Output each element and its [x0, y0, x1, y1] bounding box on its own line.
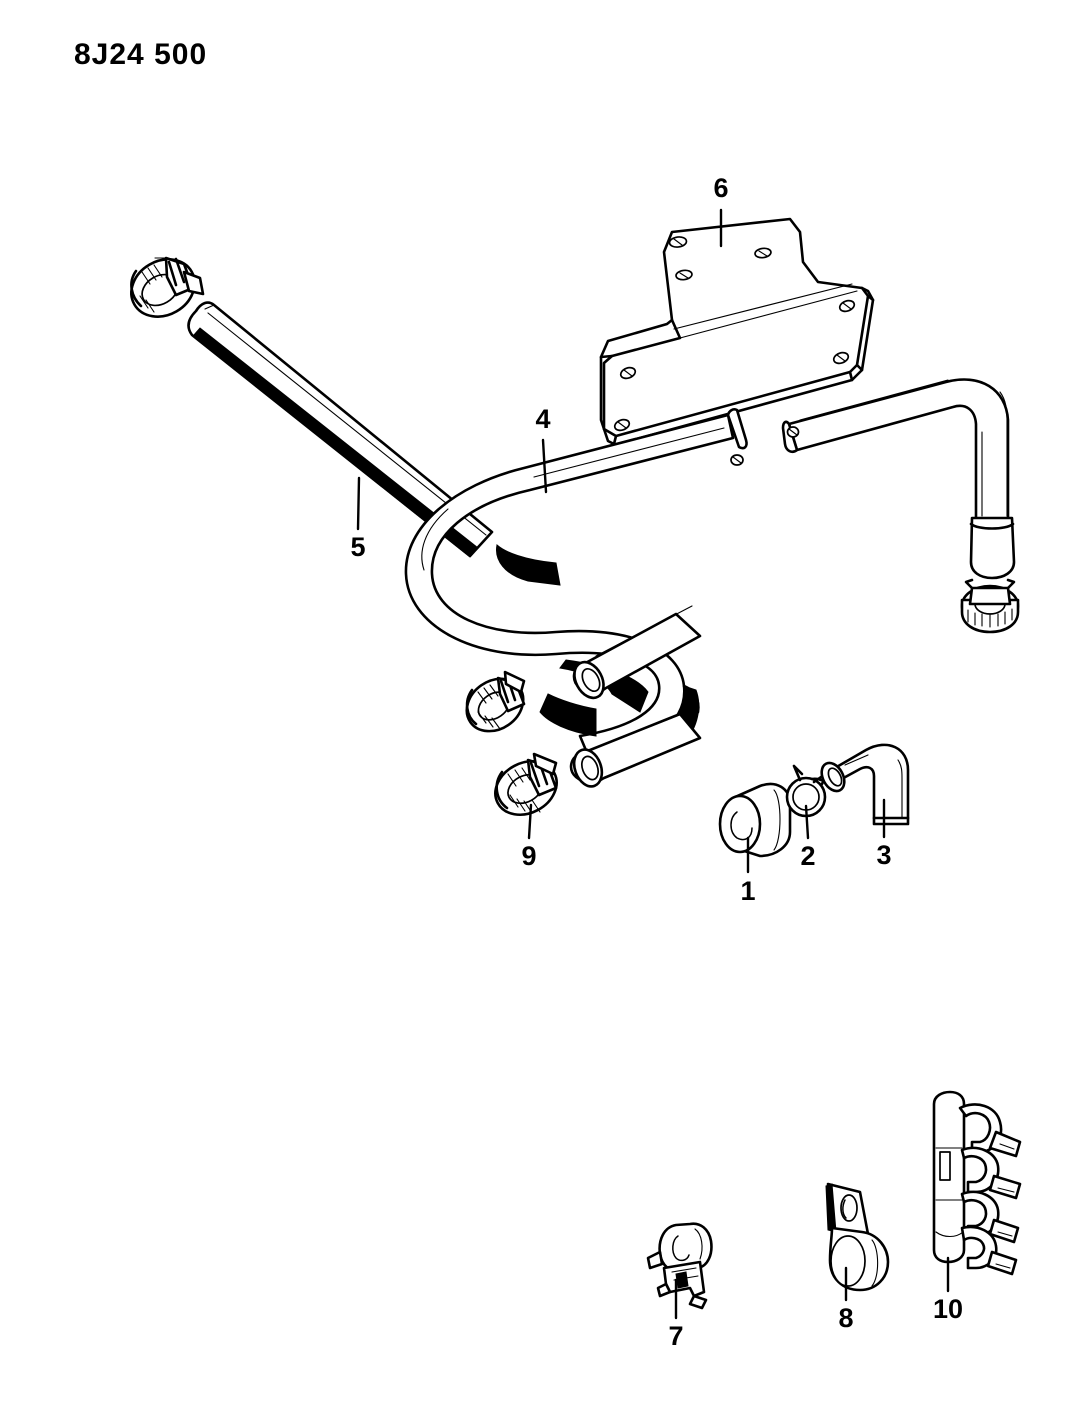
callout-5: 5 — [350, 476, 366, 562]
callout-8-label: 8 — [838, 1303, 853, 1333]
hose-end-lower — [569, 709, 702, 788]
callout-8: 8 — [838, 1266, 854, 1333]
callout-2-label: 2 — [800, 841, 815, 871]
callout-1-label: 1 — [740, 876, 755, 906]
callout-9: 9 — [521, 803, 537, 871]
hose-end-middle — [572, 605, 702, 700]
part-worm-gear-clamp-right — [960, 578, 1020, 634]
callout-5-label: 5 — [350, 532, 365, 562]
part-long-heater-hose — [187, 301, 494, 558]
callout-6: 6 — [713, 173, 729, 248]
part-center-heater-hose — [404, 408, 748, 788]
callout-3: 3 — [876, 798, 892, 870]
callout-1: 1 — [740, 836, 756, 906]
part-single-hose-clip — [825, 1182, 890, 1292]
callout-4: 4 — [535, 404, 551, 494]
part-worm-gear-clamp-top-left — [130, 256, 205, 318]
part-retainer-clip — [646, 1222, 713, 1310]
part-elbow-hose — [820, 743, 910, 826]
part-heat-shield-bracket — [599, 217, 875, 446]
part-right-heater-hose — [781, 378, 1016, 580]
callout-2: 2 — [800, 804, 816, 871]
callout-3-label: 3 — [876, 840, 891, 870]
callout-4-label: 4 — [535, 404, 550, 434]
callout-7: 7 — [668, 1278, 684, 1351]
part-multi-hose-clip-strip — [932, 1090, 1022, 1276]
callout-10-label: 10 — [933, 1294, 963, 1324]
sheet-code: 8J24 500 — [74, 38, 208, 71]
part-worm-gear-clamp-nine — [494, 752, 558, 817]
callout-10: 10 — [933, 1256, 963, 1324]
callout-6-label: 6 — [713, 173, 728, 203]
part-worm-gear-clamp-upper — [465, 670, 526, 733]
callout-9-label: 9 — [521, 841, 536, 871]
part-grommet-bushing — [718, 782, 792, 858]
callout-7-label: 7 — [668, 1321, 683, 1351]
callout-group: 1 2 3 4 5 6 7 — [350, 173, 963, 1351]
